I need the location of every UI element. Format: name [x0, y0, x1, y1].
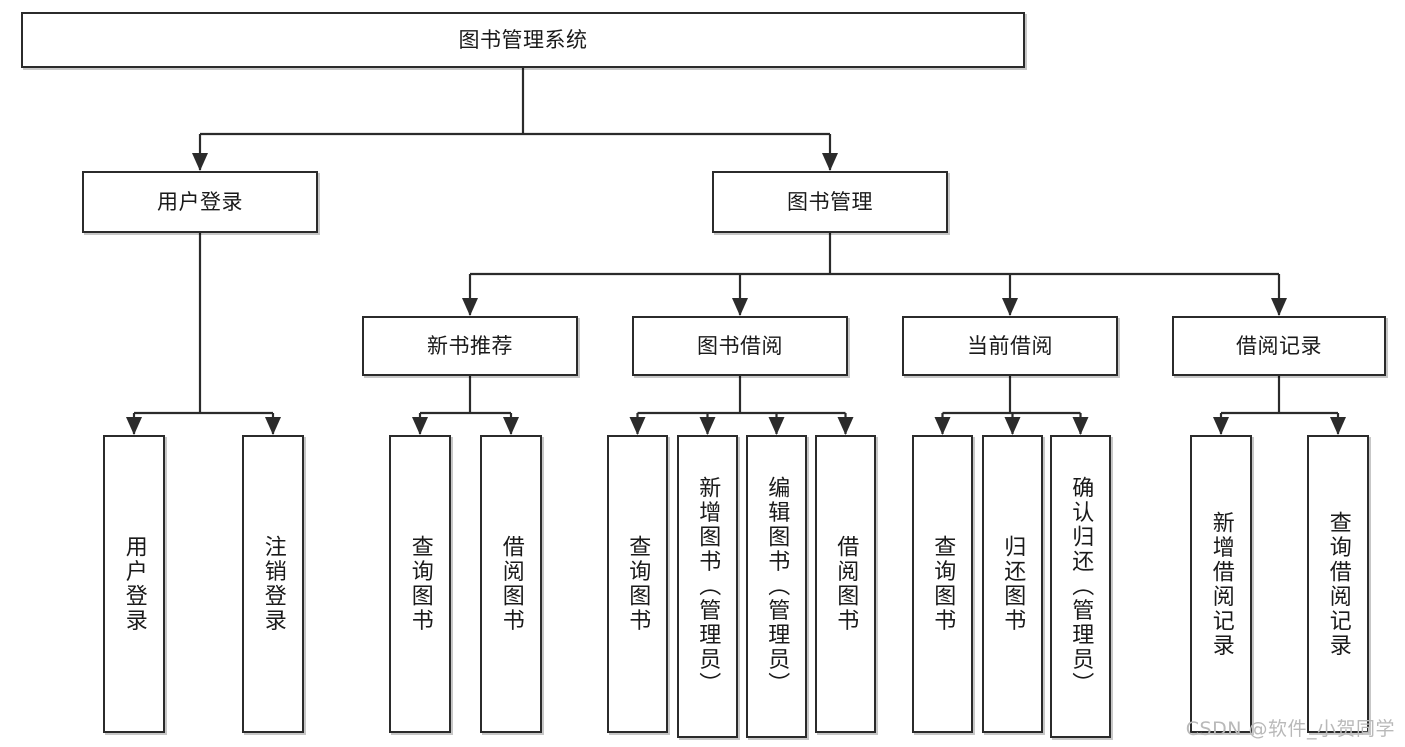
node-login[interactable]: 用户登录 — [82, 171, 318, 233]
node-label: 注销登录 — [260, 535, 286, 633]
node-label: 图书管理系统 — [458, 27, 588, 52]
arrowhead-leaf-new-1 — [412, 417, 428, 435]
arrowhead-bookmgmt — [822, 153, 838, 171]
arrowhead-leaf-rec-2 — [1330, 417, 1346, 435]
node-leaf-new-1[interactable]: 查询图书 — [389, 435, 451, 733]
node-label: 用户登录 — [121, 535, 147, 633]
node-label: 确认归还（管理员） — [1068, 476, 1094, 697]
arrowhead-leaf-cur-2 — [1004, 417, 1021, 435]
node-label: 用户登录 — [157, 189, 243, 214]
node-label: 查询图书 — [625, 535, 651, 633]
node-label: 新增图书（管理员） — [695, 476, 721, 697]
node-label: 当前借阅 — [967, 333, 1053, 358]
node-leaf-borrow-3[interactable]: 编辑图书（管理员） — [746, 435, 807, 738]
arrowhead-login — [192, 153, 208, 171]
node-label: 借阅记录 — [1236, 333, 1322, 358]
node-leaf-borrow-2[interactable]: 新增图书（管理员） — [677, 435, 738, 738]
arrowhead-borrow — [732, 298, 748, 316]
arrowhead-newbook — [462, 298, 478, 316]
node-label: 查询图书 — [407, 535, 433, 633]
arrowhead-leaf-cur-3 — [1072, 417, 1089, 435]
arrowhead-leaf-cur-1 — [934, 417, 951, 435]
node-leaf-new-2[interactable]: 借阅图书 — [480, 435, 542, 733]
arrowhead-current — [1002, 298, 1018, 316]
node-leaf-login-2[interactable]: 注销登录 — [242, 435, 304, 733]
node-label: 新增借阅记录 — [1208, 510, 1234, 658]
node-leaf-cur-2[interactable]: 归还图书 — [982, 435, 1043, 733]
arrowhead-leaf-borrow-3 — [768, 417, 785, 435]
node-leaf-borrow-4[interactable]: 借阅图书 — [815, 435, 876, 733]
node-label: 图书管理 — [787, 189, 873, 214]
node-root[interactable]: 图书管理系统 — [21, 12, 1025, 68]
node-current[interactable]: 当前借阅 — [902, 316, 1118, 376]
node-leaf-cur-3[interactable]: 确认归还（管理员） — [1050, 435, 1111, 738]
node-label: 查询图书 — [930, 535, 956, 633]
arrowhead-leaf-borrow-4 — [837, 417, 854, 435]
node-bookmgmt[interactable]: 图书管理 — [712, 171, 948, 233]
node-borrow[interactable]: 图书借阅 — [632, 316, 848, 376]
node-label: 借阅图书 — [498, 535, 524, 633]
node-leaf-login-1[interactable]: 用户登录 — [103, 435, 165, 733]
node-label: 借阅图书 — [833, 535, 859, 633]
node-records[interactable]: 借阅记录 — [1172, 316, 1386, 376]
node-label: 查询借阅记录 — [1325, 510, 1351, 658]
arrowhead-records — [1271, 298, 1287, 316]
node-label: 新书推荐 — [427, 333, 513, 358]
arrowhead-leaf-login-2 — [265, 417, 281, 435]
arrowhead-leaf-borrow-1 — [629, 417, 646, 435]
node-leaf-cur-1[interactable]: 查询图书 — [912, 435, 973, 733]
arrowhead-leaf-login-1 — [126, 417, 142, 435]
arrowhead-leaf-rec-1 — [1213, 417, 1229, 435]
watermark-text: CSDN @软件_小贺同学 — [1185, 718, 1395, 740]
arrowhead-leaf-borrow-2 — [699, 417, 716, 435]
node-leaf-rec-2[interactable]: 查询借阅记录 — [1307, 435, 1369, 733]
node-label: 编辑图书（管理员） — [764, 476, 790, 697]
node-leaf-borrow-1[interactable]: 查询图书 — [607, 435, 668, 733]
node-label: 归还图书 — [1000, 535, 1026, 633]
node-newbook[interactable]: 新书推荐 — [362, 316, 578, 376]
node-label: 图书借阅 — [697, 333, 783, 358]
node-leaf-rec-1[interactable]: 新增借阅记录 — [1190, 435, 1252, 733]
arrowhead-leaf-new-2 — [503, 417, 519, 435]
